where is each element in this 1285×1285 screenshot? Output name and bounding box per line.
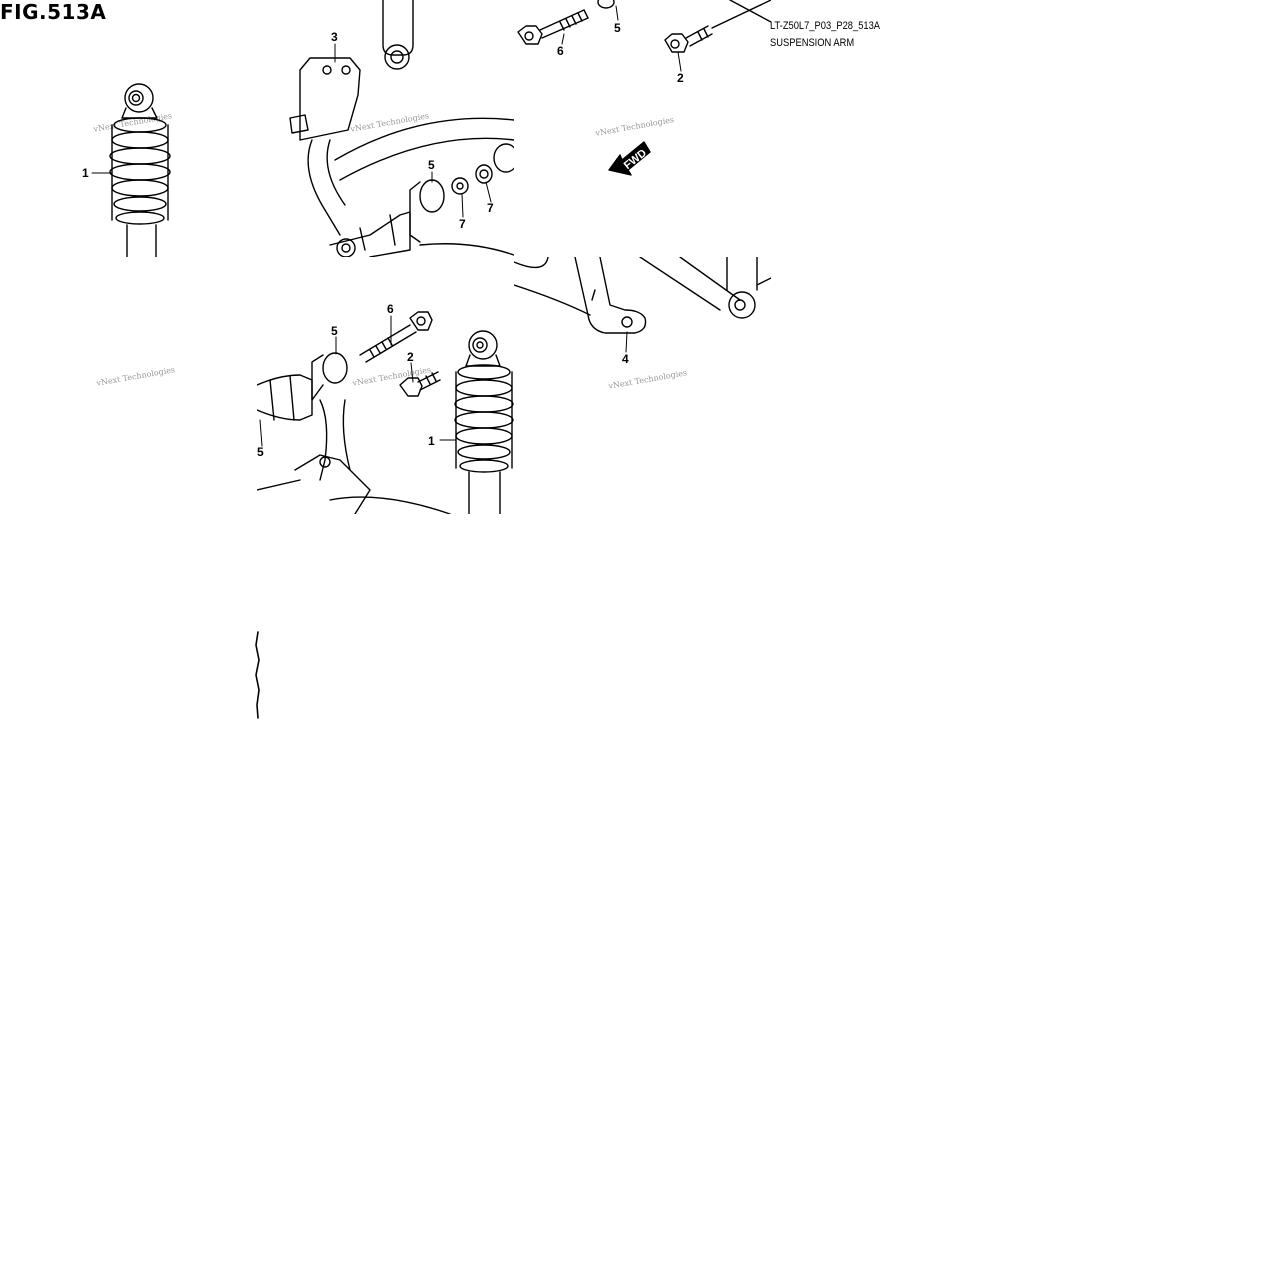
- callout-6: 6: [557, 44, 564, 58]
- figure-name: SUSPENSION ARM: [770, 37, 855, 49]
- callout-7: 7: [487, 201, 494, 215]
- bracket-drawing: [514, 257, 771, 334]
- arm-shock-drawing: [257, 311, 514, 514]
- callout-7: 7: [459, 217, 466, 231]
- shock-absorber-drawing: [109, 83, 171, 257]
- figure-title: FIG.513A: [0, 0, 107, 24]
- leader-lines: [91, 5, 682, 447]
- callout-2: 2: [407, 350, 414, 364]
- callout-2: 2: [677, 71, 684, 85]
- callout-6: 6: [387, 302, 394, 316]
- callout-1: 1: [82, 166, 89, 180]
- callouts: 1 3 5 7 7 6 5 2 4 6 5 2 1 5: [82, 21, 684, 459]
- callout-5: 5: [614, 21, 621, 35]
- suspension-arm-drawing: [289, 0, 514, 257]
- bolts-drawing: [517, 0, 771, 176]
- figure-code: LT-Z50L7_P03_P28_513A: [770, 20, 881, 32]
- callout-1: 1: [428, 434, 435, 448]
- callout-4: 4: [622, 352, 629, 366]
- callout-3: 3: [331, 30, 338, 44]
- edge-mark: [255, 631, 260, 719]
- callout-5: 5: [428, 158, 435, 172]
- callout-5: 5: [331, 324, 338, 338]
- callout-5: 5: [257, 445, 264, 459]
